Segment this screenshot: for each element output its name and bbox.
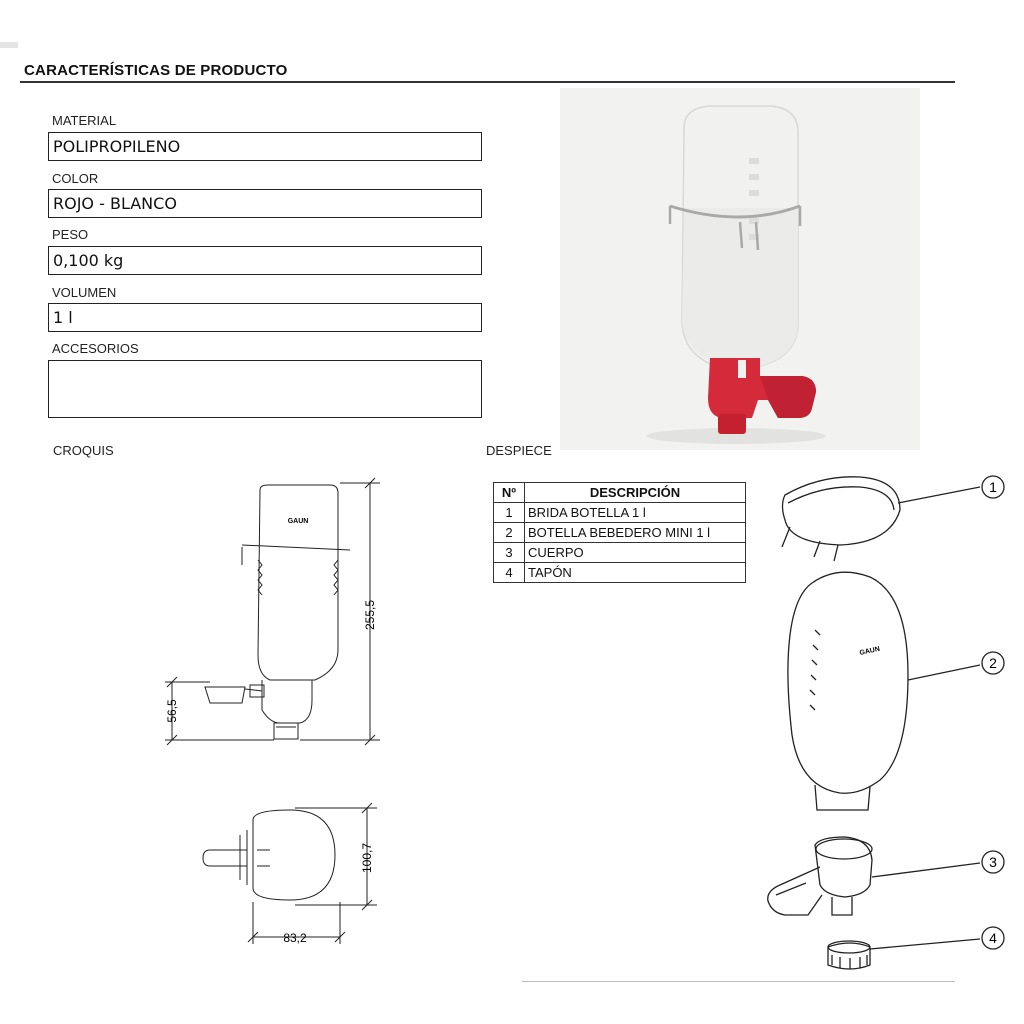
despiece-label: DESPIECE <box>486 443 552 458</box>
table-row: 2 BOTELLA BEBEDERO MINI 1 l <box>493 522 746 543</box>
table-row: 4 TAPÓN <box>493 562 746 583</box>
page-title: CARACTERÍSTICAS DE PRODUCTO <box>24 62 288 79</box>
parts-table: Nº DESCRIPCIÓN 1 BRIDA BOTELLA 1 l 2 BOT… <box>493 482 746 583</box>
footer-rule <box>522 981 955 982</box>
callout-2: 2 <box>989 655 997 671</box>
part-description: BRIDA BOTELLA 1 l <box>524 502 746 523</box>
volume-label: VOLUMEN <box>52 285 117 300</box>
table-row: 3 CUERPO <box>493 542 746 563</box>
part-description: TAPÓN <box>524 562 746 583</box>
top-view-sketch: 100,7 83,2 <box>202 802 377 945</box>
callout-4: 4 <box>989 930 997 946</box>
part-description: CUERPO <box>524 542 746 563</box>
color-label: COLOR <box>52 171 99 186</box>
part-number: 2 <box>493 522 525 543</box>
color-value: ROJO - BLANCO <box>48 189 482 218</box>
accessories-value <box>48 360 482 418</box>
weight-label: PESO <box>52 227 89 242</box>
part-description: BOTELLA BEBEDERO MINI 1 l <box>524 522 746 543</box>
title-rule <box>20 81 955 83</box>
depth-dimension: 100,7 <box>360 843 374 873</box>
callout-1: 1 <box>989 479 997 495</box>
width-dimension: 83,2 <box>283 931 307 945</box>
croquis-label: CROQUIS <box>53 443 114 458</box>
callout-3: 3 <box>989 854 997 870</box>
weight-value: 0,100 kg <box>48 246 482 275</box>
part-number: 3 <box>493 542 525 563</box>
parts-table-header: Nº DESCRIPCIÓN <box>493 482 746 503</box>
accessories-label: ACCESORIOS <box>52 341 139 356</box>
corner-mark <box>0 42 18 48</box>
volume-value: 1 l <box>48 303 482 332</box>
bottle-logo-exploded: GAUN <box>859 646 881 657</box>
product-photo <box>560 88 920 450</box>
height-dimension: 255,5 <box>363 600 377 630</box>
cup-height-dimension: 56,5 <box>165 699 179 723</box>
exploded-view: GAUN 1 2 3 4 <box>767 475 1005 970</box>
part-number: 4 <box>493 562 525 583</box>
part-number: 1 <box>493 502 525 523</box>
table-row: 1 BRIDA BOTELLA 1 l <box>493 502 746 523</box>
bottle-logo-side: GAUN <box>288 518 309 525</box>
column-header-number: Nº <box>493 482 525 503</box>
material-value: POLIPROPILENO <box>48 132 482 161</box>
side-view-sketch: GAUN 255,5 56,5 <box>165 477 380 746</box>
material-label: MATERIAL <box>52 113 117 128</box>
column-header-description: DESCRIPCIÓN <box>524 482 746 503</box>
